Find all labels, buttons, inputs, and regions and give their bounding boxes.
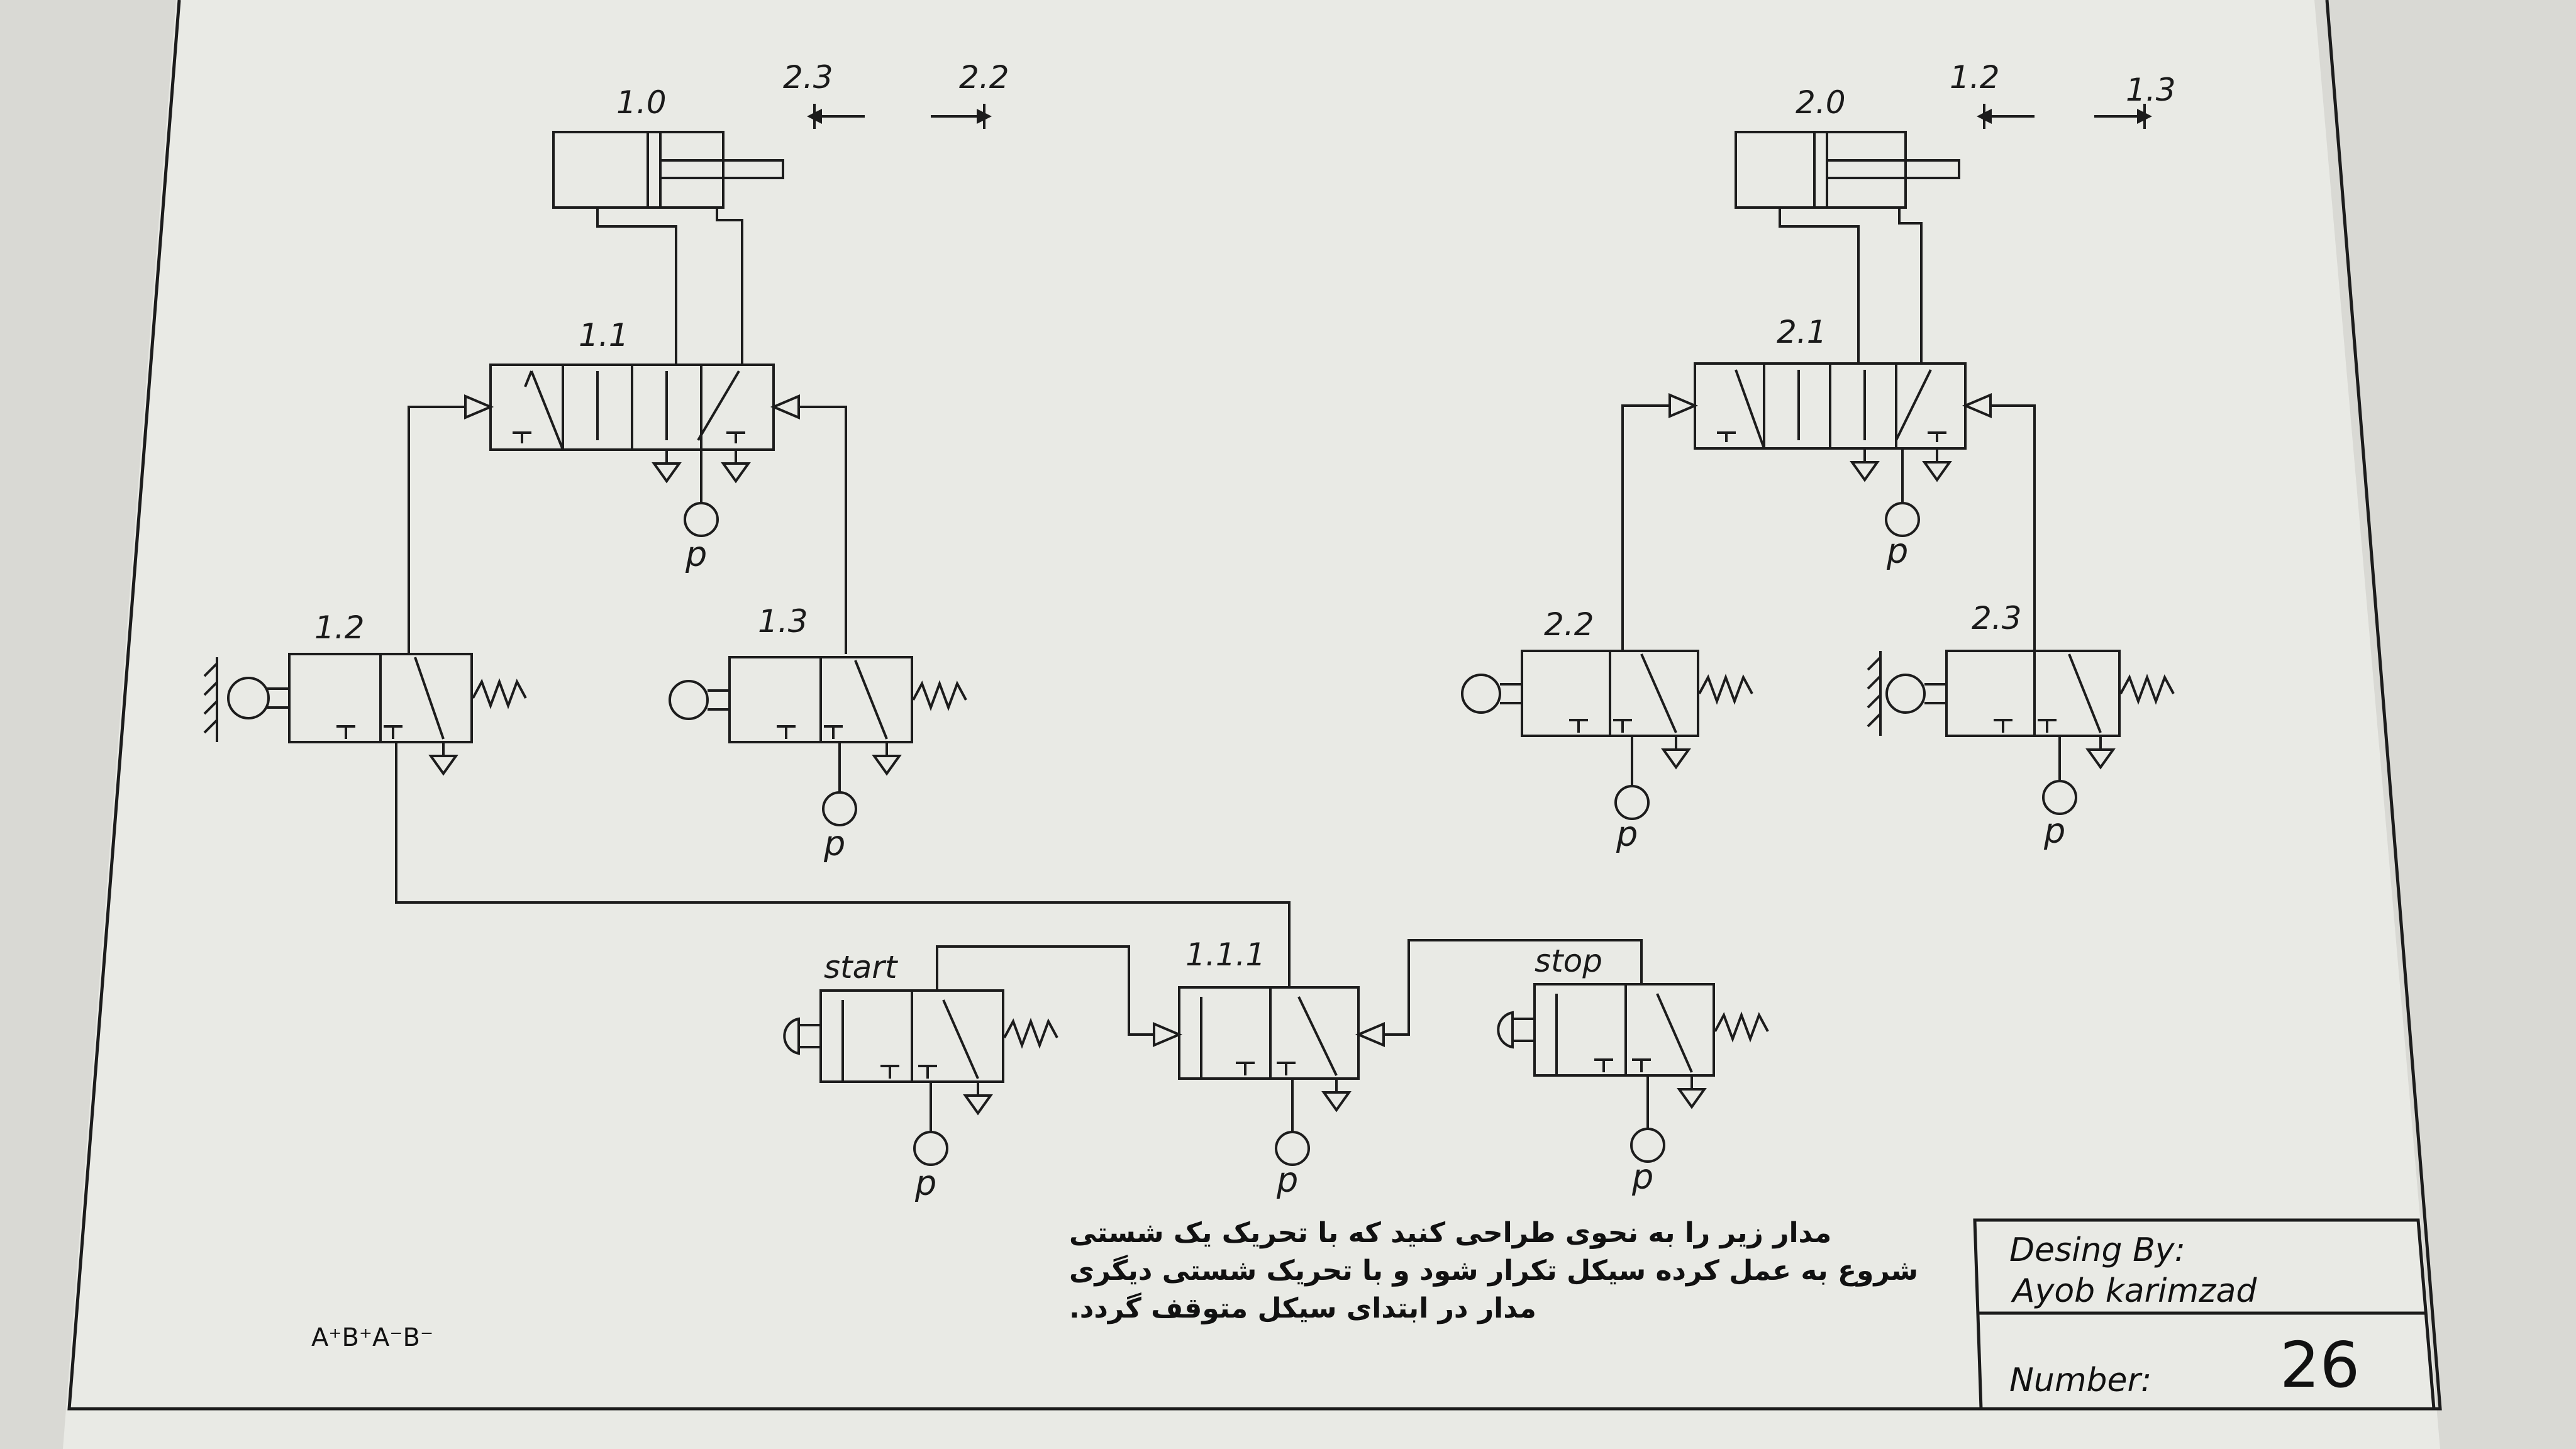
line-cyl1-left <box>596 208 677 365</box>
valve-1-1-1: p 1.1.1 <box>1153 936 1385 1200</box>
label-v23: 2.3 <box>1972 600 2022 636</box>
cylinder-2-0: 2.0 <box>1735 84 1960 209</box>
line-start-to-v111 <box>936 945 1154 1036</box>
valve-1-3: p 1.3 <box>669 603 967 863</box>
label-start: start <box>824 949 899 985</box>
label-v11: 1.1 <box>579 317 629 353</box>
label-limit-cyl2-right: 1.3 <box>2126 72 2176 108</box>
label-cyl2: 2.0 <box>1796 84 1846 121</box>
line-cyl2-left <box>1779 208 1860 364</box>
title-block: Desing By: Ayob karimzad Number: 26 <box>1973 1218 2436 1409</box>
limit-marks-cyl1: 2.3 2.2 <box>783 59 1009 129</box>
note-line-3: مدار در ابتدای سیکل متوقف گردد. <box>1069 1292 1536 1324</box>
note-line-1: مدار زیر را به نحوی طراحی کنید که با تحر… <box>1069 1217 1831 1249</box>
label-p-v21: p <box>1886 531 1908 571</box>
line-v12-to-v111 <box>395 742 1291 987</box>
note-line-2: شروع به عمل کرده سیکل تکرار شود و با تحر… <box>1069 1254 1918 1287</box>
line-cyl1-right <box>716 208 743 365</box>
pilot-line-1-2 <box>408 406 465 654</box>
limit-marks-cyl2: 1.2 1.3 <box>1950 59 2176 129</box>
title-designer: Ayob karimzad <box>2011 1272 2257 1310</box>
start-valve: p start <box>783 949 1058 1203</box>
label-p-start: p <box>914 1163 936 1203</box>
pilot-line-2-2 <box>1621 404 1670 651</box>
valve-2-2: p 2.2 <box>1461 606 1753 854</box>
title-number-label: Number: <box>2009 1362 2151 1399</box>
label-v12: 1.2 <box>314 609 365 646</box>
label-p-v23: p <box>2043 811 2065 851</box>
label-p-v11: p <box>685 535 707 574</box>
drawing-frame <box>67 0 2442 1411</box>
stop-valve: p stop <box>1497 943 1769 1197</box>
label-limit-cyl1-left: 2.3 <box>783 59 833 96</box>
task-note: مدار زیر را به نحوی طراحی کنید که با تحر… <box>311 1217 1918 1352</box>
pilot-line-1-3 <box>799 406 847 654</box>
label-v22: 2.2 <box>1544 606 1594 643</box>
label-p-stop: p <box>1631 1157 1653 1197</box>
line-stop-to-v111 <box>1384 939 1643 1036</box>
label-v111: 1.1.1 <box>1185 936 1265 973</box>
valve-2-3: p 2.3 <box>1867 600 2175 851</box>
label-p-v22: p <box>1616 814 1638 854</box>
title-number-value: 26 <box>2280 1328 2360 1402</box>
label-v21: 2.1 <box>1777 314 1827 350</box>
cylinder-1-0: 1.0 <box>552 84 784 209</box>
label-p-v111: p <box>1276 1160 1298 1200</box>
label-v13: 1.3 <box>758 603 808 640</box>
cycle-sequence: A⁺B⁺A⁻B⁻ <box>311 1323 433 1352</box>
title-design-label: Desing By: <box>2009 1231 2185 1269</box>
valve-1-2: 1.2 <box>203 609 527 775</box>
pilot-line-2-3 <box>1990 404 2036 651</box>
label-limit-cyl2-left: 1.2 <box>1950 59 2000 96</box>
line-cyl2-right <box>1898 208 1923 364</box>
valve-1-1: p 1.1 <box>464 317 800 574</box>
label-cyl1: 1.0 <box>616 84 667 121</box>
label-stop: stop <box>1535 943 1602 979</box>
label-limit-cyl1-right: 2.2 <box>959 59 1009 96</box>
label-p-v13: p <box>823 824 845 863</box>
